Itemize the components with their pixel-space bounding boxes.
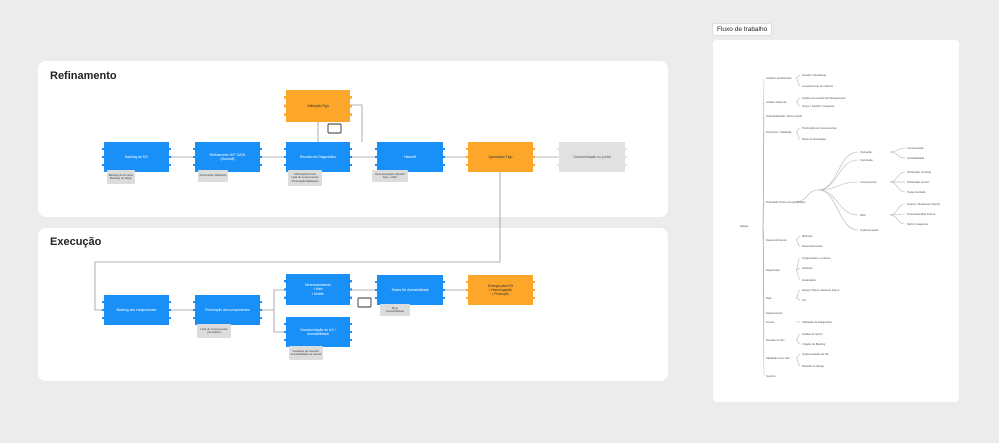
node-testes[interactable]: Testes De Acessibilidade bbox=[375, 275, 445, 305]
mindmap-node-6: Diagnóstico bbox=[766, 268, 781, 272]
mindmap-child-6-1: Atributos bbox=[802, 266, 813, 270]
mindmap-node-2: Individualização / Decompartir bbox=[766, 114, 802, 118]
execucao-title: Execução bbox=[50, 236, 102, 248]
mindmap-child-3-1: Plano de Estratégia bbox=[802, 137, 826, 141]
mindmap-child-10-0: Análise de Sprint bbox=[802, 332, 823, 336]
mindmap-sub-4: Implementação bbox=[860, 228, 879, 232]
mindmap-child-6-0: Organização e contexto bbox=[802, 256, 831, 260]
node-backlog-componentes[interactable]: Backlog dos componentes bbox=[102, 295, 171, 325]
mindmap-leaf-2: Publicação de Rede bbox=[907, 170, 932, 174]
mindmap-leaf-0: Comunicação bbox=[907, 146, 924, 150]
note-lista-componentes: Lista de componentes priorizados bbox=[197, 324, 231, 338]
loop-icon-refinamento bbox=[327, 123, 342, 134]
refinamento-panel bbox=[38, 61, 668, 217]
mindmap-child-11-0: Implementação do DS bbox=[802, 352, 829, 356]
note-guideline: Guideline de Acessib. Acessibilidade de … bbox=[289, 346, 323, 360]
mindmap-child-5-0: Melhoria bbox=[802, 234, 813, 238]
mindmap-child-10-1: Criação do Backlog bbox=[802, 342, 826, 346]
mindmap-child-3-0: Priorização de Componentes bbox=[802, 126, 837, 130]
mindmap-child-0-1: Levantamento de critérios bbox=[802, 84, 833, 88]
mindmap-leaf-3: Publicação de Doc bbox=[907, 180, 930, 184]
loop-icon-execucao bbox=[357, 297, 372, 308]
note-bugs: Bugs Acessibilidade bbox=[380, 304, 410, 316]
mindmap-node-11: Validação Com Hub bbox=[766, 356, 790, 360]
mindmap-sub-3: Web bbox=[860, 213, 866, 217]
note-backlog: Backlog de Produto Backlog do Dsign bbox=[107, 170, 135, 184]
mindmap-sub-2: Componentes bbox=[860, 180, 877, 184]
mindmap-child-6-2: Atualizados bbox=[802, 278, 816, 282]
mindmap-leaf-4: Testes da Rede bbox=[907, 190, 926, 194]
mindmap-child-7-0: Design Tokens Variáveis Figma bbox=[802, 288, 840, 292]
node-desenvolvimento[interactable]: Desenvolvimento • Web • Mobile bbox=[284, 274, 352, 305]
mindmap-node-9: Fontes bbox=[766, 320, 775, 324]
fluxo-label: Fluxo de trabalho bbox=[712, 23, 773, 36]
node-documentacao-portal[interactable]: Documentação no portal bbox=[557, 142, 627, 172]
mindmap-leaf-7: Definir categorias bbox=[907, 222, 928, 226]
mindmap-node-5: Desenvolvimento bbox=[766, 238, 787, 242]
mindmap-node-4: Prioridade (Teste Compartilhado) bbox=[766, 200, 806, 204]
node-priorizacao[interactable]: Priorização dos componentes bbox=[193, 295, 262, 325]
mindmap-node-10: Revisão do dev bbox=[766, 338, 785, 342]
node-refinamento-ux[interactable]: Refinamento W/T DATA (Handoff) bbox=[193, 142, 262, 172]
mindmap-node-8: Espaçamento bbox=[766, 311, 783, 315]
node-documentacao-ux[interactable]: Documentação do UX / Acessibilidade bbox=[284, 317, 352, 347]
node-entrega[interactable]: Entrega para RH • Homologação • Produção bbox=[466, 275, 535, 305]
mindmap-child-7-1: Cor bbox=[802, 298, 807, 302]
mindmap-node-7: Rate bbox=[766, 296, 772, 300]
refinamento-title: Refinamento bbox=[50, 70, 117, 82]
node-backlog-ds[interactable]: Backlog do DS bbox=[102, 142, 171, 172]
mindmap-child-9-0: Validação de Diagnóstico bbox=[802, 320, 833, 324]
mindmap-child-1-1: Grupo / Familia / Categoria bbox=[802, 104, 835, 108]
note-priorizacao: Priorização Validação bbox=[198, 170, 228, 182]
mindmap-child-11-1: Revisão do design bbox=[802, 364, 825, 368]
note-atribuicao: Atribuição/Acordo Lista de componentes P… bbox=[288, 170, 322, 186]
node-handoff[interactable]: Handoff bbox=[375, 142, 445, 172]
fluxo-panel bbox=[713, 40, 959, 402]
mindmap-sub-0: Operação bbox=[860, 150, 872, 154]
mindmap-node-1: Análise Sistemas bbox=[766, 100, 787, 104]
mindmap-node-0: Análise Lean/Kanban bbox=[766, 76, 792, 80]
node-aprovacao[interactable]: Aprovação Figu bbox=[466, 142, 535, 172]
mindmap-leaf-5: Grupos / Mudanças (Sprint) bbox=[907, 202, 941, 206]
mindmap-child-5-1: Desenvolvimento bbox=[802, 244, 823, 248]
mindmap-node-3: Princípios / Validação bbox=[766, 130, 792, 134]
mindmap-leaf-1: Acessibilidade bbox=[907, 156, 925, 160]
mindmap-node-12: Suporte bbox=[766, 374, 776, 378]
note-handoff: Documentação Handoff Figu + DEV bbox=[372, 170, 408, 182]
mindmap-sub-1: Conclusão bbox=[860, 158, 873, 162]
node-reuniao-diagnostico[interactable]: Reunião de Diagnóstico bbox=[284, 142, 352, 172]
mindmap-child-0-0: Atender a Roadmap bbox=[802, 73, 827, 77]
mindmap-root: Etapas bbox=[740, 224, 749, 228]
node-validacao[interactable]: Validação Figu bbox=[284, 90, 352, 122]
mindmap-leaf-6: Teste Estendido Interna bbox=[907, 212, 936, 216]
mindmap-child-1-0: Análise da solução de Planejamento bbox=[802, 96, 846, 100]
